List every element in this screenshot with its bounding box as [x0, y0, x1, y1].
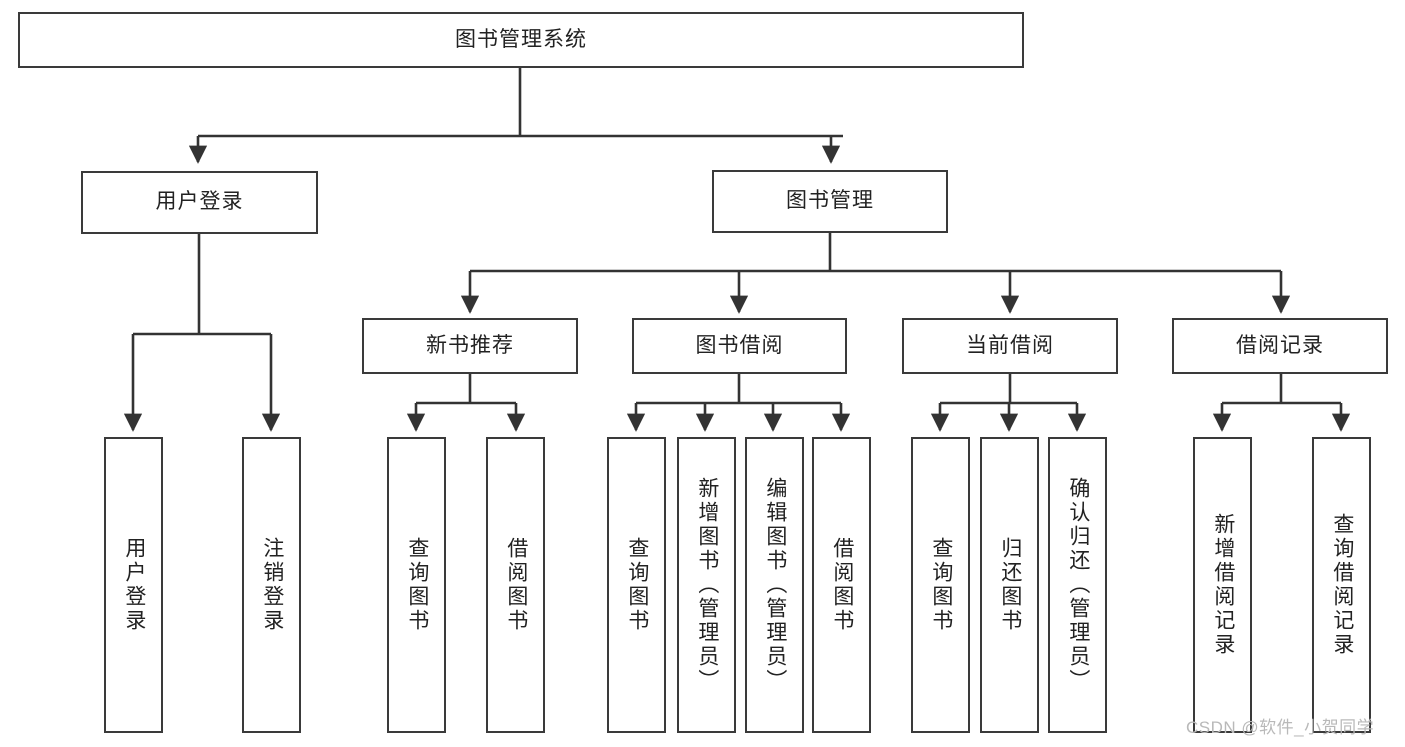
node-borrow-record[interactable]: 借阅记录 — [1172, 318, 1388, 374]
node-new-book-recommend-label: 新书推荐 — [426, 333, 514, 357]
leaf-confirm-return[interactable]: 确认归还（管理员） — [1048, 437, 1107, 733]
node-current-borrow-label: 当前借阅 — [966, 333, 1054, 357]
leaf-edit-book[interactable]: 编辑图书（管理员） — [745, 437, 804, 733]
leaf-add-book-label: 新增图书（管理员） — [695, 477, 719, 693]
node-root[interactable]: 图书管理系统 — [18, 12, 1024, 68]
node-book-borrow-label: 图书借阅 — [695, 333, 784, 357]
node-current-borrow[interactable]: 当前借阅 — [902, 318, 1118, 374]
node-new-book-recommend[interactable]: 新书推荐 — [362, 318, 578, 374]
leaf-borrow-book-2-label: 借阅图书 — [830, 537, 854, 633]
leaf-confirm-return-label: 确认归还（管理员） — [1066, 477, 1090, 693]
leaf-query-book-3[interactable]: 查询图书 — [911, 437, 970, 733]
leaf-add-record-label: 新增借阅记录 — [1211, 513, 1235, 657]
leaf-edit-book-label: 编辑图书（管理员） — [763, 477, 787, 693]
node-root-label: 图书管理系统 — [455, 27, 587, 51]
leaf-borrow-book-1-label: 借阅图书 — [504, 537, 528, 633]
leaf-logout-login-label: 注销登录 — [260, 537, 284, 633]
leaf-query-book-2-label: 查询图书 — [625, 537, 649, 633]
node-book-manage-label: 图书管理 — [786, 189, 874, 213]
leaf-query-record-label: 查询借阅记录 — [1330, 513, 1354, 657]
node-user-login[interactable]: 用户登录 — [81, 171, 318, 234]
leaf-borrow-book-2[interactable]: 借阅图书 — [812, 437, 871, 733]
leaf-return-book[interactable]: 归还图书 — [980, 437, 1039, 733]
leaf-query-book-1[interactable]: 查询图书 — [387, 437, 446, 733]
node-borrow-record-label: 借阅记录 — [1236, 333, 1324, 357]
leaf-borrow-book-1[interactable]: 借阅图书 — [486, 437, 545, 733]
leaf-query-book-2[interactable]: 查询图书 — [607, 437, 666, 733]
leaf-query-record[interactable]: 查询借阅记录 — [1312, 437, 1371, 733]
leaf-user-login-label: 用户登录 — [122, 537, 146, 633]
leaf-query-book-3-label: 查询图书 — [929, 537, 953, 633]
node-book-manage[interactable]: 图书管理 — [712, 170, 948, 233]
node-book-borrow[interactable]: 图书借阅 — [632, 318, 847, 374]
leaf-user-login[interactable]: 用户登录 — [104, 437, 163, 733]
leaf-return-book-label: 归还图书 — [998, 537, 1022, 633]
leaf-query-book-1-label: 查询图书 — [405, 537, 429, 633]
leaf-add-book[interactable]: 新增图书（管理员） — [677, 437, 736, 733]
leaf-add-record[interactable]: 新增借阅记录 — [1193, 437, 1252, 733]
node-user-login-label: 用户登录 — [155, 190, 244, 214]
leaf-logout-login[interactable]: 注销登录 — [242, 437, 301, 733]
